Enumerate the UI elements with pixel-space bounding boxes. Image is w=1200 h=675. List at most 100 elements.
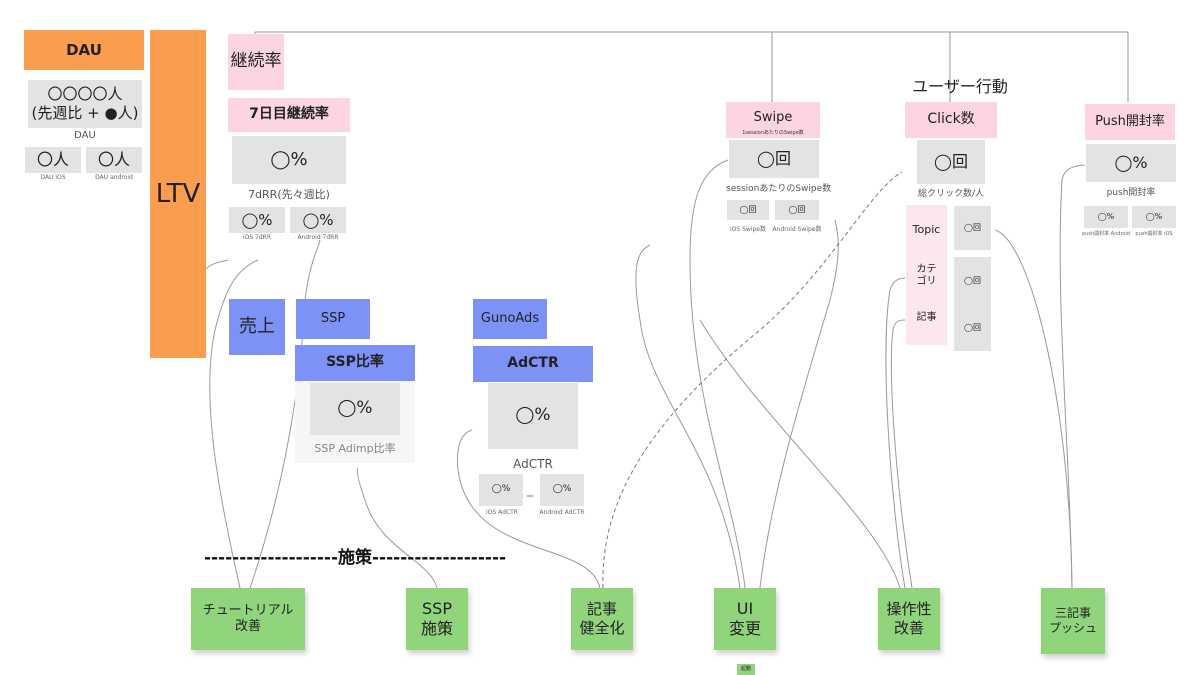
push-android-caption: push開封率 Android (1081, 231, 1131, 237)
launch-tag-label: 起動 (740, 666, 751, 673)
retention-value-card[interactable]: ◯% (232, 136, 346, 184)
dau-android-caption: DAU android (95, 174, 133, 181)
retention-android-value: ◯% (302, 210, 334, 229)
article-label: 記事 (916, 311, 937, 323)
measure-ui-change-label: UI 変更 (728, 599, 761, 638)
measure-three-article-push[interactable]: 三記事 プッシュ (1041, 588, 1105, 654)
dau-header[interactable]: DAU (24, 30, 144, 70)
article-value: ◯回 (964, 322, 981, 332)
measure-ui-change[interactable]: UI 変更 (714, 588, 776, 650)
retention-ios-card[interactable]: ◯% (229, 207, 285, 233)
retention-android-card[interactable]: ◯% (290, 207, 346, 233)
genre-value: ◯回 (964, 275, 981, 285)
adctr-ios-caption: iOS AdCTR (486, 509, 518, 516)
retention-title[interactable]: 継続率 (228, 34, 284, 90)
retention-ios-value: ◯% (241, 210, 273, 229)
retention-header-label: 7日目継続率 (249, 106, 329, 123)
push-android-card[interactable]: ◯% (1084, 206, 1128, 228)
adctr-ios-card[interactable]: ◯% (479, 474, 523, 506)
ssp-value: ◯% (337, 398, 373, 419)
push-caption: push開封率 (1106, 188, 1156, 198)
dau-value-card[interactable]: 〇〇〇〇人 (先週比 + ●人) (28, 80, 142, 128)
click-caption: 総クリック数/人 (917, 189, 985, 199)
measure-operability-label: 操作性 改善 (886, 600, 932, 637)
push-header-label: Push開封率 (1095, 113, 1165, 129)
click-genre-article-value-card[interactable]: ◯回 ◯回 (954, 257, 991, 351)
dau-comparison: (先週比 + ●人) (31, 104, 139, 122)
push-ios-card[interactable]: ◯% (1132, 206, 1176, 228)
ssp-value-card[interactable]: ◯% (310, 383, 400, 435)
swipe-header[interactable]: Swipe (726, 102, 820, 138)
adctr-android-caption: Android AdCTR (539, 509, 585, 516)
dau-header-label: DAU (66, 40, 102, 59)
ssp-header[interactable]: SSP比率 (295, 345, 415, 381)
adctr-ios-value: ◯% (491, 484, 511, 495)
dau-ios-caption: DAU iOS (40, 174, 66, 181)
ssp-header-label: SSP比率 (326, 354, 384, 371)
click-category-genre[interactable]: カテ ゴリ (906, 258, 947, 294)
ltv-bar[interactable]: LTV (150, 30, 206, 358)
swipe-caption: sessionあたりのSwipe数 (726, 184, 832, 194)
adctr-value-card[interactable]: ◯% (488, 383, 578, 449)
push-value-card[interactable]: ◯% (1086, 144, 1176, 182)
adctr-android-card[interactable]: ◯% (540, 474, 584, 506)
user-actions-title: ユーザー行動 (912, 77, 1008, 96)
swipe-header-label: Swipe (753, 110, 793, 125)
measure-ssp[interactable]: SSP 施策 (406, 588, 468, 650)
adctr-header[interactable]: AdCTR (473, 346, 593, 382)
ssp-tag[interactable]: SSP (296, 299, 370, 339)
measure-tutorial[interactable]: チュートリアル 改善 (191, 588, 305, 650)
adctr-caption: AdCTR (513, 457, 553, 471)
retention-ios-caption: iOS 7dRR (242, 234, 272, 241)
dau-android-value: 〇人 (97, 150, 130, 169)
genre-label: カテ ゴリ (916, 263, 937, 288)
dau-ios-card[interactable]: 〇人 (25, 147, 81, 173)
measure-article-health-label: 記事 健全化 (579, 600, 625, 637)
ltv-label: LTV (155, 178, 201, 209)
topic-value: ◯回 (964, 223, 981, 232)
gunoads-tag-label: GunoAds (480, 310, 540, 326)
adctr-android-value: ◯% (552, 484, 572, 495)
sales-title-label: 売上 (239, 315, 275, 337)
sales-title[interactable]: 売上 (229, 299, 285, 355)
swipe-android-card[interactable]: ◯回 (775, 200, 819, 220)
retention-value: ◯% (270, 148, 308, 170)
click-category-column (906, 205, 947, 345)
click-category-topic[interactable]: Topic (906, 218, 947, 242)
adctr-header-label: AdCTR (507, 355, 559, 372)
measure-operability[interactable]: 操作性 改善 (878, 588, 940, 650)
push-ios-caption: push開封率 iOS (1135, 231, 1173, 237)
swipe-ios-caption: iOS Swipe数 (730, 226, 766, 233)
push-header[interactable]: Push開封率 (1085, 104, 1175, 140)
measure-tutorial-label: チュートリアル 改善 (202, 602, 294, 634)
click-value: ◯回 (934, 152, 968, 171)
measures-divider: -------------------施策------------------- (203, 548, 507, 568)
click-value-card[interactable]: ◯回 (917, 140, 985, 184)
dau-ios-value: 〇人 (36, 150, 69, 169)
measure-article-health[interactable]: 記事 健全化 (571, 588, 633, 650)
dau-android-card[interactable]: 〇人 (86, 147, 142, 173)
swipe-ios-value: ◯回 (739, 205, 757, 214)
measure-ssp-label: SSP 施策 (420, 599, 453, 638)
launch-tag[interactable]: 起動 (737, 664, 755, 675)
ssp-tag-label: SSP (320, 310, 346, 326)
push-value: ◯% (1114, 153, 1148, 172)
click-topic-value-card[interactable]: ◯回 (954, 206, 991, 250)
push-ios-value: ◯% (1145, 212, 1163, 221)
retention-caption: 7dRR(先々週比) (248, 188, 330, 201)
swipe-value: ◯回 (757, 149, 791, 168)
retention-title-label: 継続率 (230, 51, 282, 72)
gunoads-tag[interactable]: GunoAds (473, 299, 547, 339)
push-android-value: ◯% (1097, 212, 1115, 221)
swipe-ios-card[interactable]: ◯回 (727, 200, 769, 220)
dau-value: 〇〇〇〇人 (47, 85, 123, 104)
retention-header[interactable]: 7日目継続率 (228, 98, 350, 132)
swipe-value-card[interactable]: ◯回 (729, 140, 819, 178)
click-category-article[interactable]: 記事 (906, 306, 947, 330)
click-header[interactable]: Click数 (905, 102, 997, 138)
adctr-value: ◯% (515, 405, 551, 426)
swipe-android-value: ◯回 (788, 205, 806, 214)
swipe-android-caption: Android Swipe数 (772, 226, 822, 233)
ssp-caption: SSP Adimp比率 (314, 442, 396, 455)
retention-android-caption: Android 7dRR (297, 234, 339, 241)
